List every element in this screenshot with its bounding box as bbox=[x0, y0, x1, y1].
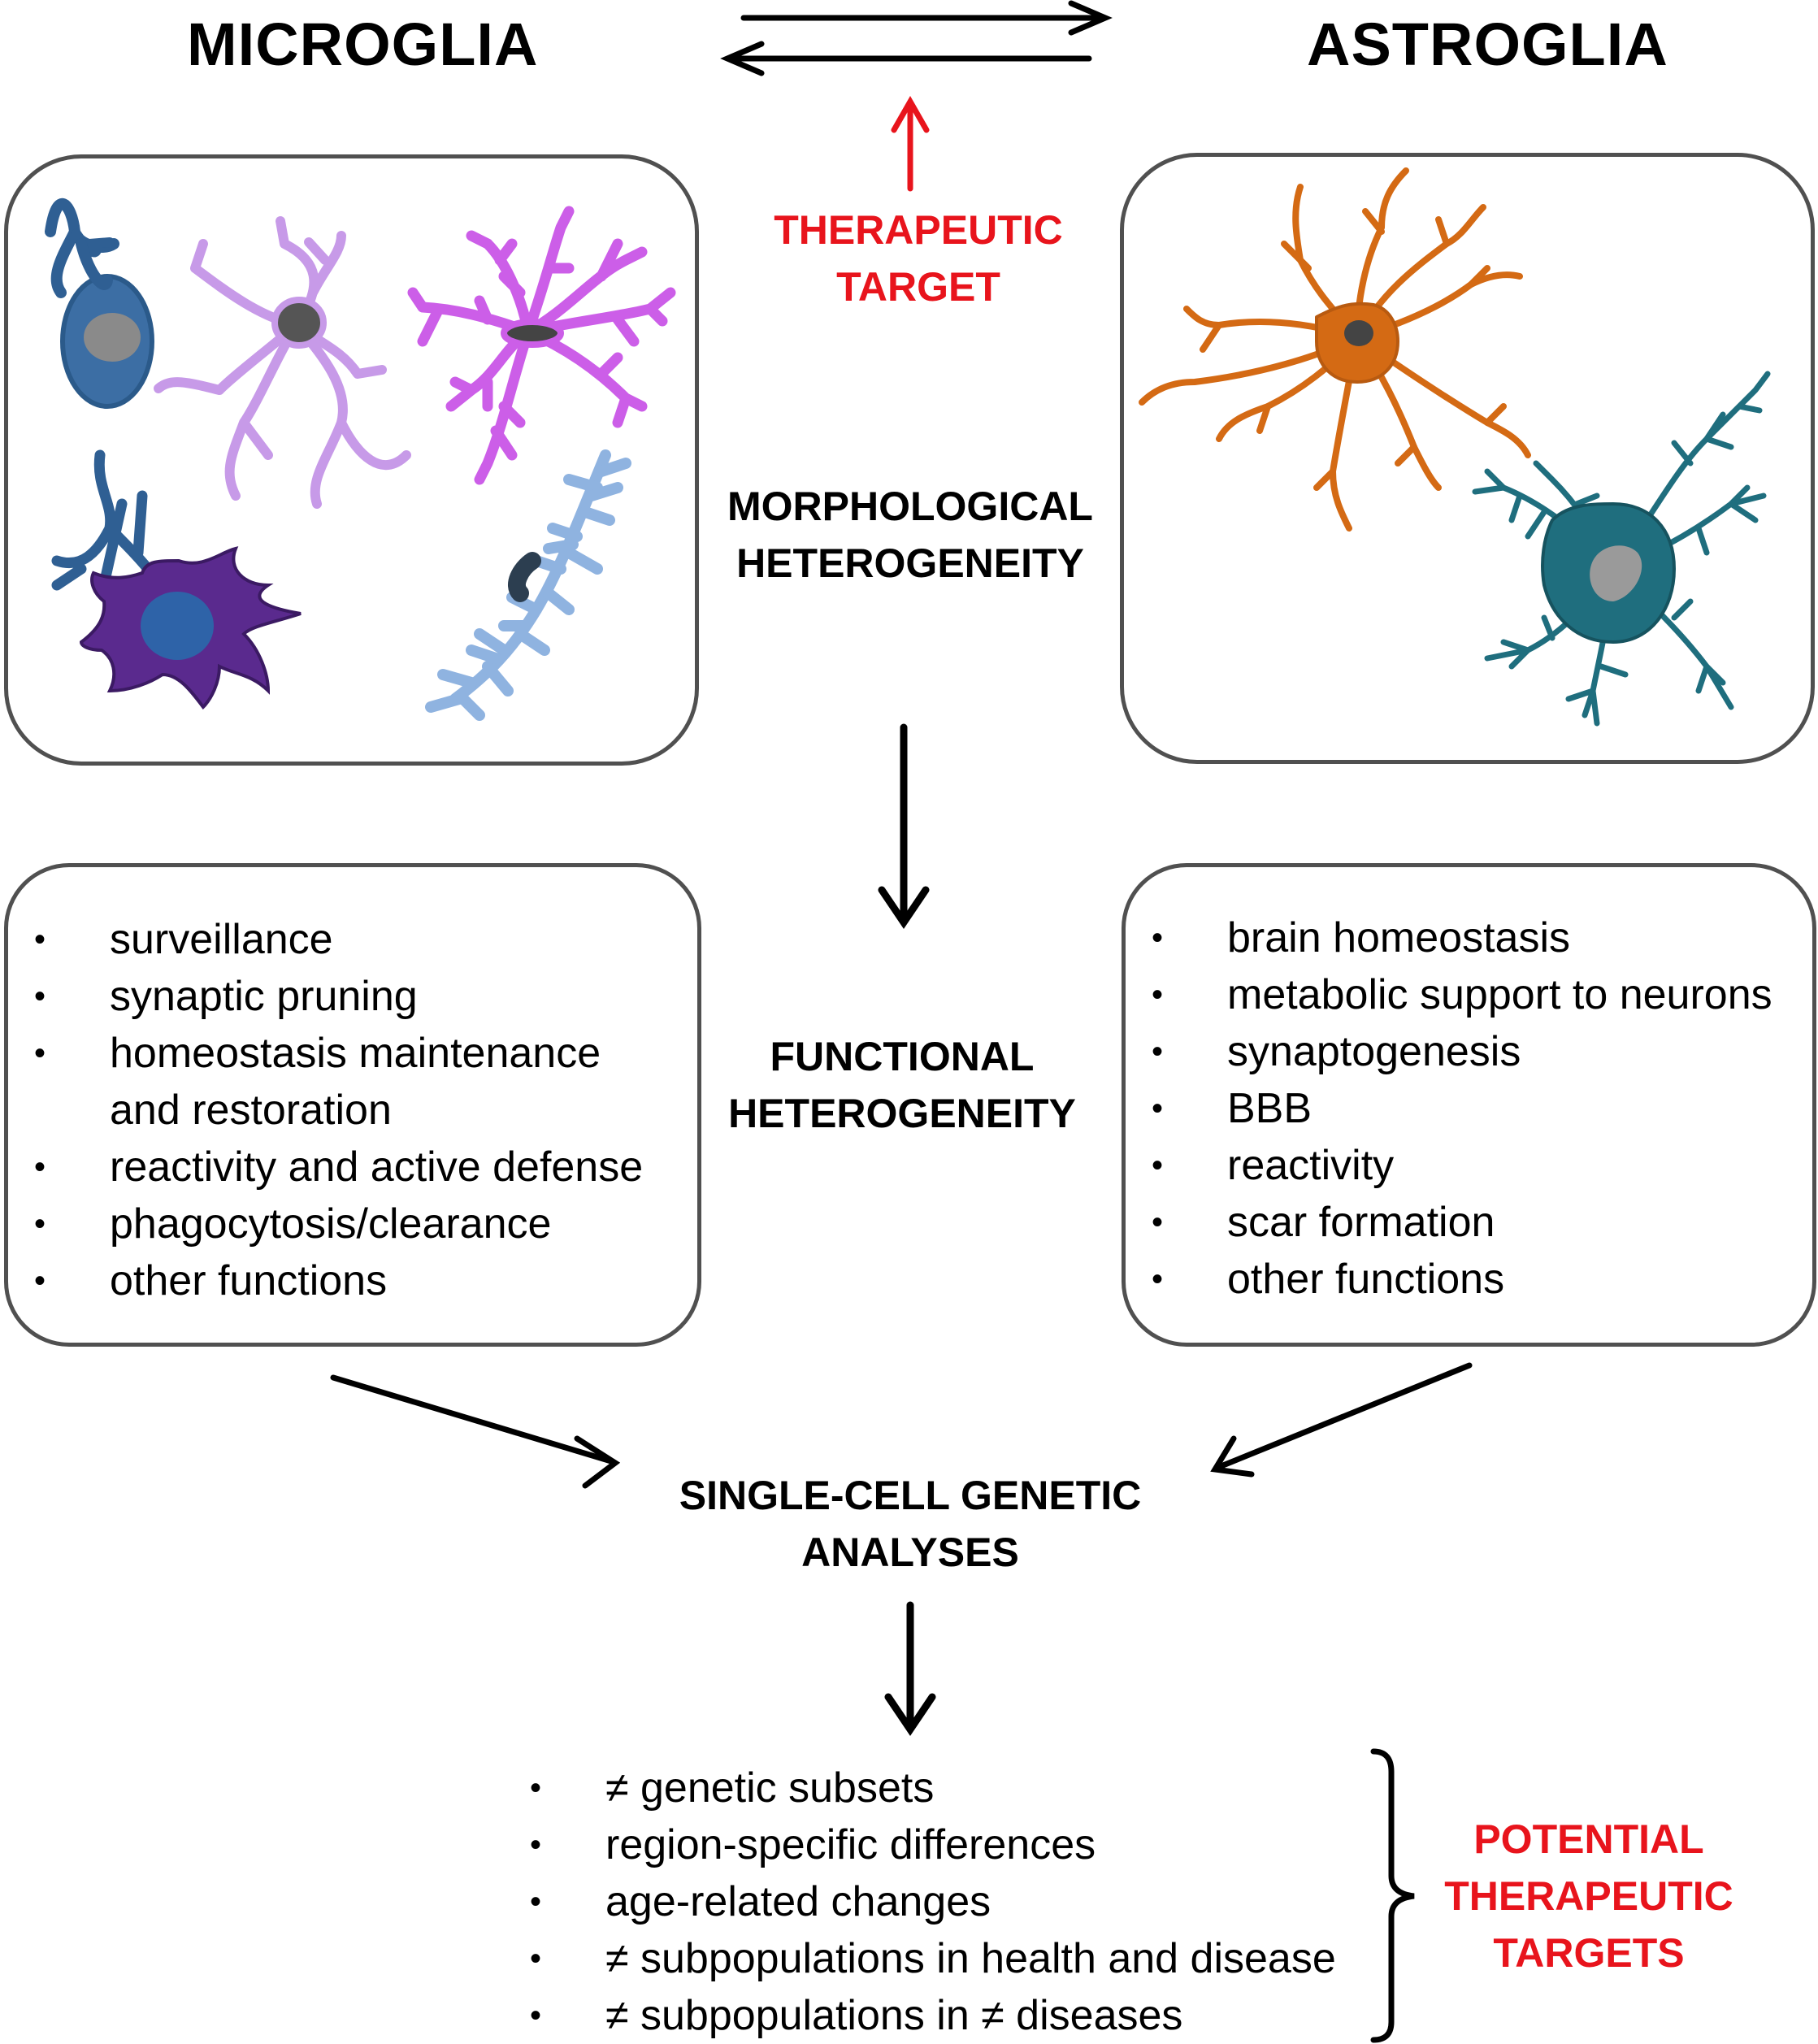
rod-microglia-icon bbox=[425, 449, 631, 721]
bullet-icon: • bbox=[1152, 1204, 1164, 1240]
bullet-icon: • bbox=[1152, 1034, 1164, 1070]
outcomes-list: •≠ genetic subsets•region-specific diffe… bbox=[504, 1760, 1336, 2044]
functional-heterogeneity-label: FUNCTIONAL HETEROGENEITY bbox=[728, 1034, 1076, 1136]
list-item: and restoration bbox=[110, 1087, 392, 1134]
bipolar-microglia-icon bbox=[45, 197, 160, 591]
fibrous-astrocyte-icon bbox=[1139, 167, 1531, 532]
list-item: •age-related changes bbox=[504, 1873, 1336, 1930]
amoeboid-microglia-icon bbox=[79, 546, 302, 710]
list-item: •phagocytosis/clearance bbox=[8, 1196, 643, 1252]
astroglia-functions-list: •brain homeostasis•metabolic support to … bbox=[1126, 909, 1772, 1308]
morphological-heterogeneity-label: MORPHOLOGICAL HETEROGENEITY bbox=[727, 484, 1093, 586]
microglia-functions-list: •surveillance•synaptic pruning•homeostas… bbox=[8, 911, 643, 1309]
bullet-icon: • bbox=[530, 1770, 542, 1806]
list-item: •homeostasis maintenance bbox=[8, 1025, 643, 1082]
bullet-icon: • bbox=[530, 1827, 542, 1863]
list-item: •brain homeostasis bbox=[1126, 909, 1772, 966]
list-item: •other functions bbox=[8, 1252, 643, 1309]
list-item: •≠ subpopulations in ≠ diseases bbox=[504, 1987, 1336, 2044]
bullet-icon: • bbox=[34, 979, 46, 1014]
reciprocal-arrows bbox=[720, 0, 1113, 76]
astroglia-functions-box: •brain homeostasis•metabolic support to … bbox=[1122, 863, 1816, 1347]
bullet-icon: • bbox=[1152, 1091, 1164, 1126]
list-item: •reactivity bbox=[1126, 1137, 1772, 1194]
bullet-icon: • bbox=[34, 1206, 46, 1242]
bracket-icon bbox=[1370, 1748, 1415, 2043]
bullet-icon: • bbox=[530, 1884, 542, 1920]
list-item: •other functions bbox=[1126, 1251, 1772, 1308]
astroglia-morphology-box bbox=[1120, 153, 1815, 764]
list-item: •metabolic support to neurons bbox=[1126, 966, 1772, 1023]
bullet-icon: • bbox=[1152, 1261, 1164, 1297]
single-cell-analyses-label: SINGLE-CELL GENETIC ANALYSES bbox=[679, 1473, 1142, 1575]
list-item: •≠ genetic subsets bbox=[504, 1760, 1336, 1816]
down-arrow-2 bbox=[884, 1601, 936, 1737]
microglia-title: MICROGLIA bbox=[187, 11, 539, 78]
list-item: •scar formation bbox=[1126, 1194, 1772, 1251]
list-item: •synaptogenesis bbox=[1126, 1023, 1772, 1080]
list-item: •surveillance bbox=[8, 911, 643, 968]
converge-arrow-right bbox=[1210, 1362, 1473, 1478]
converge-arrow-left bbox=[330, 1374, 621, 1489]
list-item: •reactivity and active defense bbox=[8, 1139, 643, 1196]
bullet-icon: • bbox=[34, 922, 46, 957]
ramified-microglia-icon bbox=[154, 216, 411, 509]
bullet-icon: • bbox=[530, 1998, 542, 2033]
protoplasmic-astrocyte-icon bbox=[1472, 371, 1771, 727]
microglia-functions-box: •surveillance•synaptic pruning•homeostas… bbox=[4, 863, 701, 1347]
list-item: •BBB bbox=[1126, 1080, 1772, 1137]
bullet-icon: • bbox=[34, 1149, 46, 1185]
therapeutic-target-arrow bbox=[891, 95, 930, 192]
down-arrow-1 bbox=[878, 723, 930, 930]
bullet-icon: • bbox=[1152, 920, 1164, 956]
therapeutic-target-label: THERAPEUTIC TARGET bbox=[774, 207, 1063, 310]
list-item: •region-specific differences bbox=[504, 1816, 1336, 1873]
bullet-icon: • bbox=[1152, 1148, 1164, 1183]
astroglia-title: ASTROGLIA bbox=[1307, 11, 1668, 78]
bullet-icon: • bbox=[34, 1035, 46, 1071]
list-item: •synaptic pruning bbox=[8, 968, 643, 1025]
bullet-icon: • bbox=[530, 1941, 542, 1977]
hyper-ramified-microglia-icon bbox=[407, 206, 676, 485]
bullet-icon: • bbox=[1152, 977, 1164, 1013]
potential-therapeutic-targets-label: POTENTIAL THERAPEUTIC TARGETS bbox=[1444, 1816, 1733, 1976]
bullet-icon: • bbox=[34, 1263, 46, 1299]
list-item: •≠ subpopulations in health and disease bbox=[504, 1930, 1336, 1987]
